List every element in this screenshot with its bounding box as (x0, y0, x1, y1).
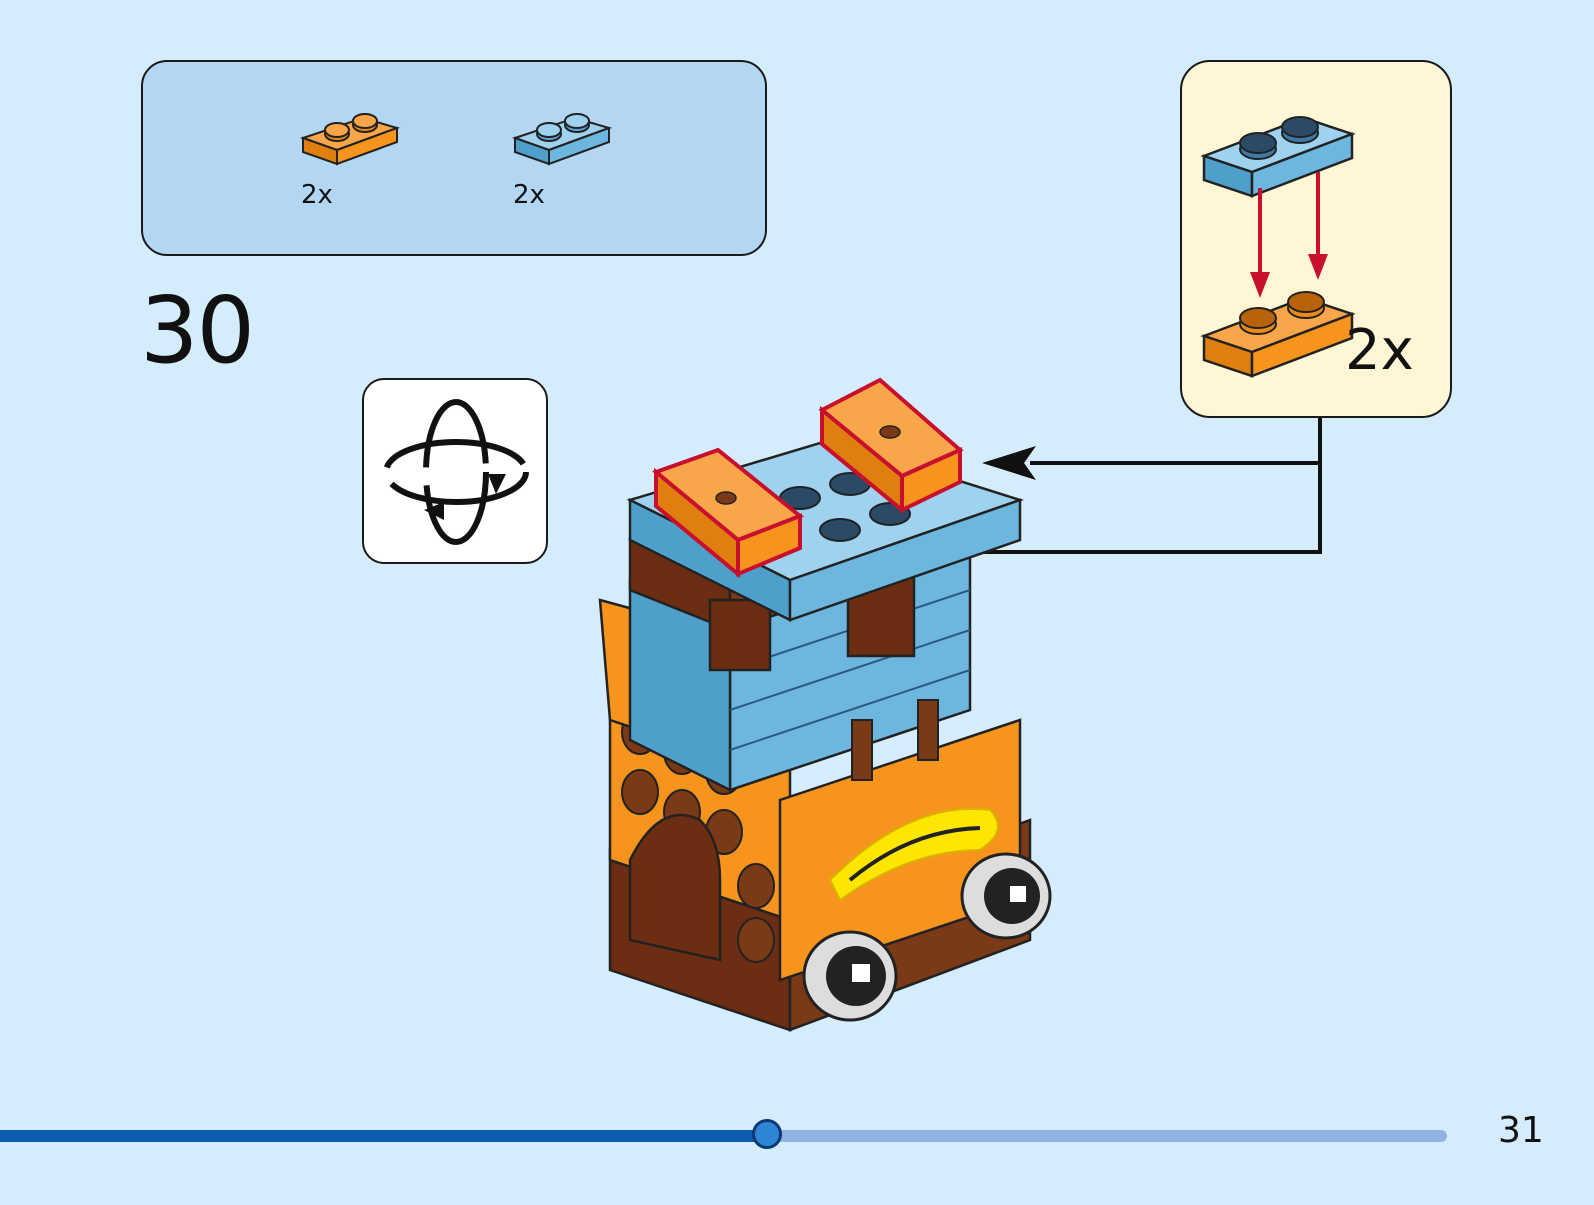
new-orange-plate-right (818, 377, 964, 515)
rotate-model-icon (383, 399, 529, 545)
arrowhead-upper (982, 446, 1036, 480)
stack-blue-on-orange-plate-icon (1200, 116, 1356, 378)
rotate-hint-box (362, 378, 548, 564)
parts-list-box: 2x 2x (141, 60, 767, 256)
callout-arrow-upper (1030, 418, 1322, 465)
progress-knob (752, 1119, 782, 1149)
part-count-orange: 2x (301, 180, 333, 210)
eye-right (960, 852, 1052, 940)
light-blue-plate-1x2-icon (511, 113, 613, 166)
eye-left (802, 930, 898, 1022)
orange-plate-1x2-icon (299, 113, 401, 166)
progress-fill (0, 1130, 767, 1142)
model-illustration (598, 377, 1052, 1032)
page-number: 31 (1498, 1110, 1544, 1151)
sub-assembly-callout (1180, 60, 1452, 418)
sub-assembly-count: 2x (1345, 318, 1414, 383)
callout-arrow-lower (860, 463, 1322, 554)
part-count-light-blue: 2x (513, 180, 545, 210)
new-orange-plate-left (652, 447, 804, 579)
step-number: 30 (140, 277, 255, 384)
